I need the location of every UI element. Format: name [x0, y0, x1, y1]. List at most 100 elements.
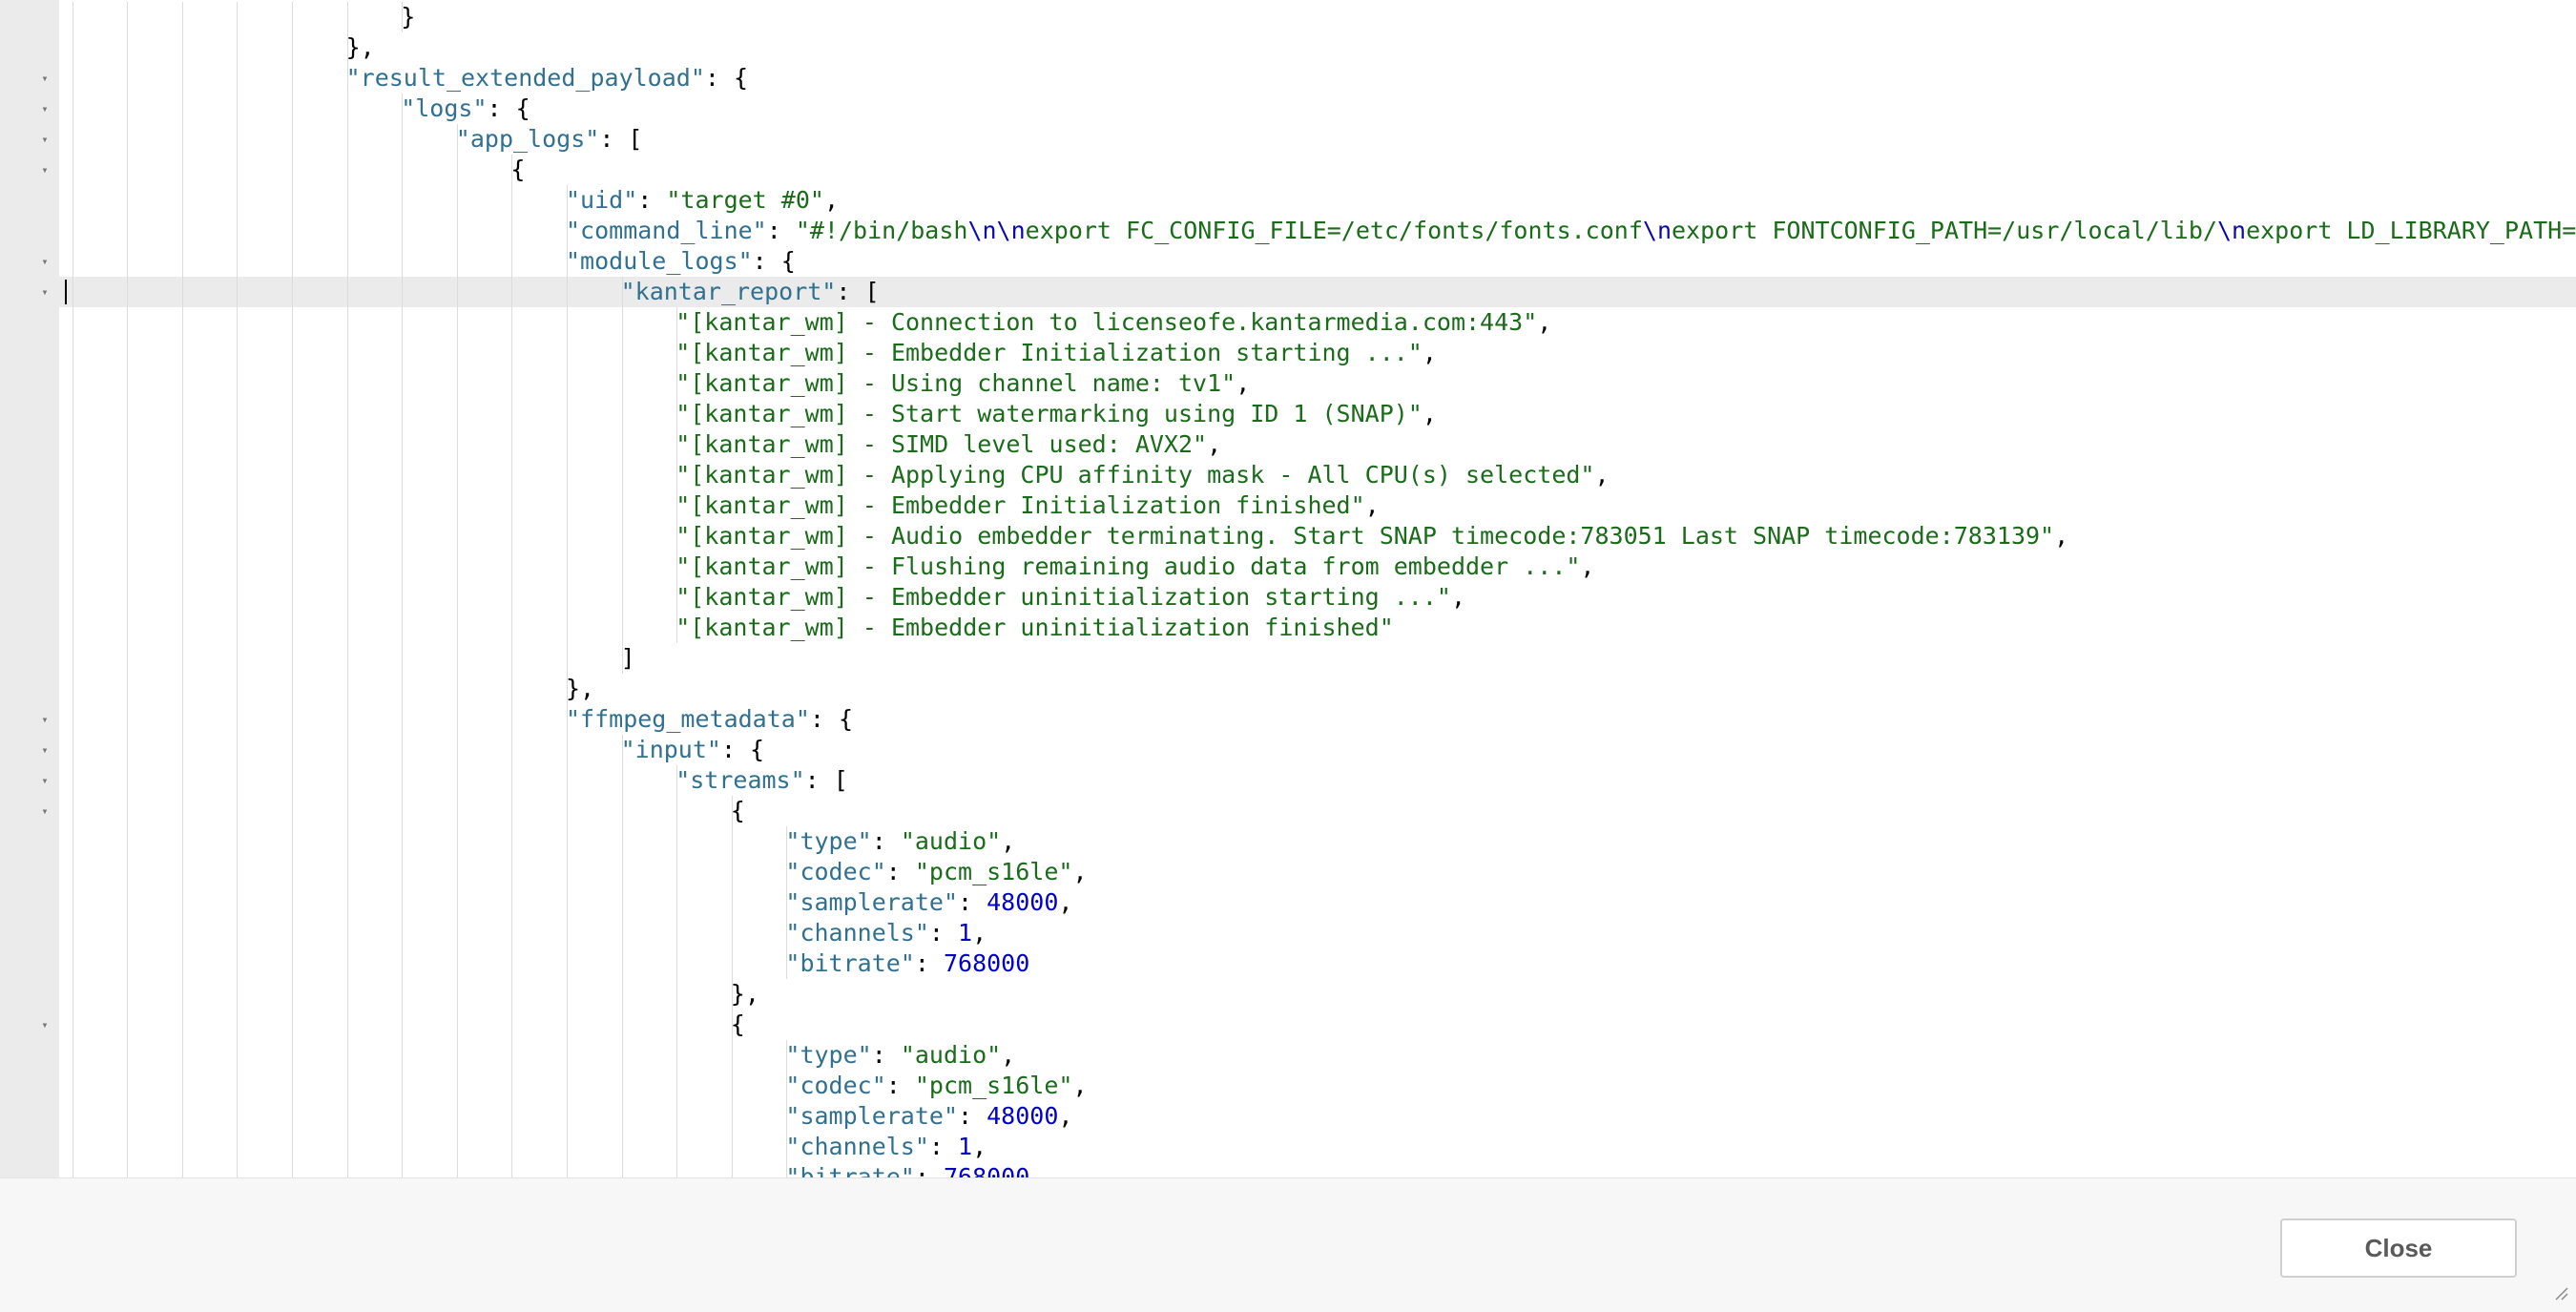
code-line[interactable]: "[kantar_wm] - Embedder Initialization f…	[0, 490, 2576, 521]
code-line[interactable]: ▾{	[0, 155, 2576, 185]
code-line[interactable]: ▾"logs": {	[0, 94, 2576, 124]
indent-guide	[127, 94, 129, 124]
code-line[interactable]: "[kantar_wm] - SIMD level used: AVX2",	[0, 429, 2576, 460]
code-line[interactable]: ▾{	[0, 1010, 2576, 1040]
code-line[interactable]: "command_line": "#!/bin/bash\n\nexport F…	[0, 216, 2576, 246]
indent-guide	[237, 1010, 239, 1040]
code-line[interactable]: "channels": 1,	[0, 1132, 2576, 1162]
indent-guide	[237, 979, 239, 1010]
indent-guide	[237, 887, 239, 918]
indent-guide	[511, 1132, 513, 1162]
indent-guide	[621, 826, 623, 857]
code-line[interactable]: ▾"result_extended_payload": {	[0, 63, 2576, 94]
indent-guide	[127, 552, 129, 582]
fold-chevron-down-icon[interactable]: ▾	[41, 743, 49, 757]
code-token: "result_extended_payload"	[345, 64, 705, 92]
code-token: ,	[1364, 491, 1380, 519]
code-line[interactable]: },	[0, 979, 2576, 1010]
code-line[interactable]: "codec": "pcm_s16le",	[0, 1071, 2576, 1101]
indent-guide	[346, 368, 348, 399]
indent-guide	[621, 1010, 623, 1040]
code-line[interactable]: }	[0, 2, 2576, 32]
resize-handle-icon[interactable]	[2553, 1285, 2568, 1301]
indent-guide	[181, 887, 183, 918]
code-line[interactable]: ▾"input": {	[0, 735, 2576, 765]
indent-guide	[292, 552, 293, 582]
code-line[interactable]: "bitrate": 768000	[0, 1162, 2576, 1177]
fold-chevron-down-icon[interactable]: ▾	[41, 713, 49, 726]
indent-guide	[292, 307, 293, 338]
indent-guide	[621, 1162, 623, 1177]
code-line[interactable]: "type": "audio",	[0, 1040, 2576, 1071]
indent-guide	[237, 826, 239, 857]
code-line[interactable]: "bitrate": 768000	[0, 948, 2576, 979]
code-line[interactable]: ]	[0, 643, 2576, 674]
fold-chevron-down-icon[interactable]: ▾	[41, 1018, 49, 1031]
indent-guide	[456, 1162, 458, 1177]
code-line[interactable]: "[kantar_wm] - Embedder uninitialization…	[0, 582, 2576, 613]
fold-chevron-down-icon[interactable]: ▾	[41, 72, 49, 85]
editor-content[interactable]: }},▾"result_extended_payload": {▾"logs":…	[0, 2, 2576, 1177]
code-token: "[kantar_wm] - SIMD level used: AVX2"	[675, 430, 1208, 458]
code-line[interactable]: "samplerate": 48000,	[0, 887, 2576, 918]
fold-chevron-down-icon[interactable]: ▾	[41, 285, 49, 299]
code-line[interactable]: ▾{	[0, 796, 2576, 826]
code-line-text: "[kantar_wm] - Embedder Initialization f…	[675, 490, 1380, 521]
fold-chevron-down-icon[interactable]: ▾	[41, 774, 49, 787]
close-button[interactable]: Close	[2280, 1218, 2517, 1278]
code-line[interactable]: "[kantar_wm] - Connection to licenseofe.…	[0, 307, 2576, 338]
code-line-text: "channels": 1,	[785, 918, 987, 948]
code-line[interactable]: ▾"ffmpeg_metadata": {	[0, 704, 2576, 735]
code-line-text: },	[566, 674, 594, 704]
indent-guide	[621, 460, 623, 490]
code-line[interactable]: "[kantar_wm] - Flushing remaining audio …	[0, 552, 2576, 582]
fold-chevron-down-icon[interactable]: ▾	[41, 804, 49, 818]
indent-guide	[346, 674, 348, 704]
code-line[interactable]: "codec": "pcm_s16le",	[0, 857, 2576, 887]
code-line[interactable]: "[kantar_wm] - Audio embedder terminatin…	[0, 521, 2576, 552]
fold-chevron-down-icon[interactable]: ▾	[41, 133, 49, 146]
indent-guide	[621, 399, 623, 429]
code-line[interactable]: "samplerate": 48000,	[0, 1101, 2576, 1132]
code-line[interactable]: ▾"streams": [	[0, 765, 2576, 796]
json-code-editor[interactable]: }},▾"result_extended_payload": {▾"logs":…	[0, 0, 2576, 1177]
indent-guide	[127, 918, 129, 948]
indent-guide	[511, 704, 513, 735]
indent-guide	[237, 552, 239, 582]
code-line[interactable]: "uid": "target #0",	[0, 185, 2576, 216]
indent-guide	[181, 185, 183, 216]
fold-chevron-down-icon[interactable]: ▾	[41, 255, 49, 268]
code-line[interactable]: "[kantar_wm] - Embedder uninitialization…	[0, 613, 2576, 643]
code-line[interactable]: "type": "audio",	[0, 826, 2576, 857]
indent-guide	[456, 277, 458, 307]
indent-guide	[181, 399, 183, 429]
code-token: ,	[823, 186, 840, 214]
indent-guide	[731, 1071, 733, 1101]
code-line[interactable]: "[kantar_wm] - Embedder Initialization s…	[0, 338, 2576, 368]
indent-guide	[567, 1010, 568, 1040]
code-line-text: "[kantar_wm] - SIMD level used: AVX2",	[675, 429, 1221, 460]
code-line[interactable]: ▾"module_logs": {	[0, 246, 2576, 277]
fold-chevron-down-icon[interactable]: ▾	[41, 102, 49, 115]
indent-guide	[127, 1071, 129, 1101]
code-line[interactable]: ▾"app_logs": [	[0, 124, 2576, 155]
indent-guide	[567, 1162, 568, 1177]
indent-guide	[292, 521, 293, 552]
indent-guide	[237, 246, 239, 277]
indent-guide	[181, 765, 183, 796]
code-line[interactable]: "[kantar_wm] - Using channel name: tv1",	[0, 368, 2576, 399]
code-token: ,	[2054, 522, 2069, 550]
indent-guide	[346, 582, 348, 613]
code-line[interactable]: "[kantar_wm] - Start watermarking using …	[0, 399, 2576, 429]
indent-guide	[731, 796, 733, 826]
fold-chevron-down-icon[interactable]: ▾	[41, 163, 49, 177]
indent-guide	[456, 704, 458, 735]
indent-guide	[346, 948, 348, 979]
code-token: {	[730, 797, 745, 824]
code-line[interactable]: },	[0, 674, 2576, 704]
code-line[interactable]: "channels": 1,	[0, 918, 2576, 948]
code-line[interactable]: },	[0, 32, 2576, 63]
code-line[interactable]: "[kantar_wm] - Applying CPU affinity mas…	[0, 460, 2576, 490]
code-line[interactable]: ▾"kantar_report": [	[0, 277, 2576, 307]
code-line-text: {	[510, 155, 525, 185]
